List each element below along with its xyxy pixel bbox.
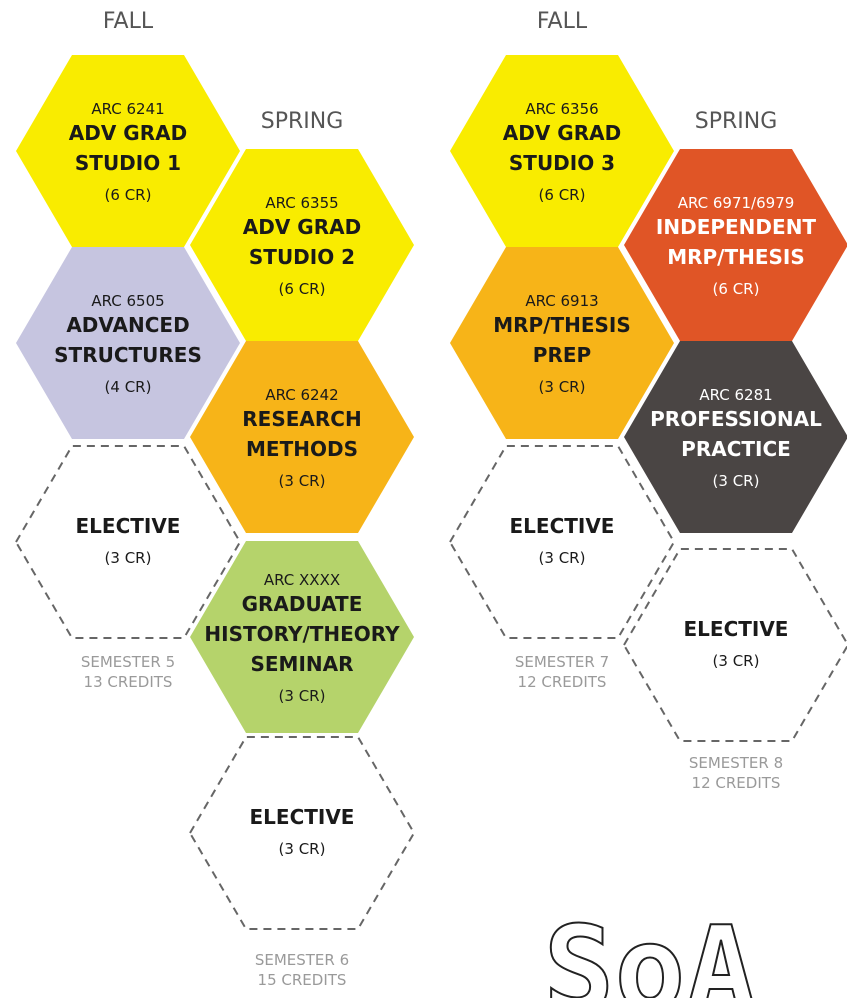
course-hexagon [450,247,674,439]
semester-header-s5: FALL [103,9,154,34]
course-code: ARC 6241 [91,100,164,118]
course-title: ADV GRAD [69,121,187,145]
course-title: PREP [533,343,591,367]
semester-header-s7: FALL [537,9,588,34]
course-title: MRP/THESIS [493,313,631,337]
course-credits: (3 CR) [539,378,586,396]
course-title: PRACTICE [681,437,791,461]
semester-total-s6: 15 CREDITS [258,971,347,989]
course-code: ARC 6242 [265,386,338,404]
course-credits: (6 CR) [539,186,586,204]
course-code: ARC XXXX [264,571,340,589]
course-hexagon [190,149,414,341]
course-title: ADV GRAD [503,121,621,145]
course-credits: (6 CR) [713,280,760,298]
course-credits: (6 CR) [279,280,326,298]
course-title: METHODS [246,437,358,461]
course-elective-s8: ELECTIVE (3 CR) [622,548,847,742]
course-credits: (3 CR) [713,652,760,670]
course-title: STUDIO 2 [249,245,355,269]
course-hexagon [624,341,847,533]
course-hexagon [624,149,847,341]
course-code: ARC 6281 [699,386,772,404]
course-credits: (6 CR) [105,186,152,204]
course-code: ARC 6913 [525,292,598,310]
course-hexagon [622,548,847,742]
course-code: ARC 6971/6979 [678,194,795,212]
course-title: HISTORY/THEORY [204,622,400,646]
course-hexagon [16,247,240,439]
course-hexagon [188,736,416,930]
course-hexagon [14,445,242,639]
course-title: INDEPENDENT [656,215,817,239]
course-code: ARC 6505 [91,292,164,310]
course-credits: (3 CR) [279,840,326,858]
semester-header-s8: SPRING [695,109,778,134]
semester-total-s8: 12 CREDITS [692,774,781,792]
course-title: ELECTIVE [684,617,789,641]
course-hexagon [448,445,676,639]
course-hexagon [190,341,414,533]
course-credits: (3 CR) [279,472,326,490]
course-title: SEMINAR [250,652,353,676]
course-title: RESEARCH [242,407,361,431]
semester-total-s7: 12 CREDITS [518,673,607,691]
course-title: GRADUATE [242,592,363,616]
course-hexagon [450,55,674,247]
course-credits: (3 CR) [713,472,760,490]
course-title: ADVANCED [66,313,189,337]
course-elective-s6: ELECTIVE (3 CR) [188,736,416,930]
course-hexagon [190,541,414,733]
semester-total-s7: SEMESTER 7 [515,653,609,671]
course-title: STUDIO 3 [509,151,615,175]
course-code: ARC 6355 [265,194,338,212]
course-credits: (3 CR) [279,687,326,705]
course-elective-s5: ELECTIVE (3 CR) [14,445,242,639]
semester-total-s6: SEMESTER 6 [255,951,349,969]
course-credits: (3 CR) [105,549,152,567]
course-code: ARC 6356 [525,100,598,118]
course-elective-s7: ELECTIVE (3 CR) [448,445,676,639]
course-title: MRP/THESIS [667,245,805,269]
semester-total-s5: SEMESTER 5 [81,653,175,671]
semester-total-s8: SEMESTER 8 [689,754,783,772]
course-title: ELECTIVE [510,514,615,538]
course-title: ELECTIVE [76,514,181,538]
course-title: STUDIO 1 [75,151,181,175]
course-title: STRUCTURES [54,343,202,367]
course-history-theory: ARC XXXX GRADUATE HISTORY/THEORY SEMINAR (3 … [190,541,414,733]
course-credits: (4 CR) [105,378,152,396]
course-title: ADV GRAD [243,215,361,239]
course-title: PROFESSIONAL [650,407,822,431]
soa-logo: SoA [543,900,756,998]
semester-header-s6: SPRING [261,109,344,134]
semester-total-s5: 13 CREDITS [84,673,173,691]
course-title: ELECTIVE [250,805,355,829]
course-credits: (3 CR) [539,549,586,567]
course-hexagon [16,55,240,247]
